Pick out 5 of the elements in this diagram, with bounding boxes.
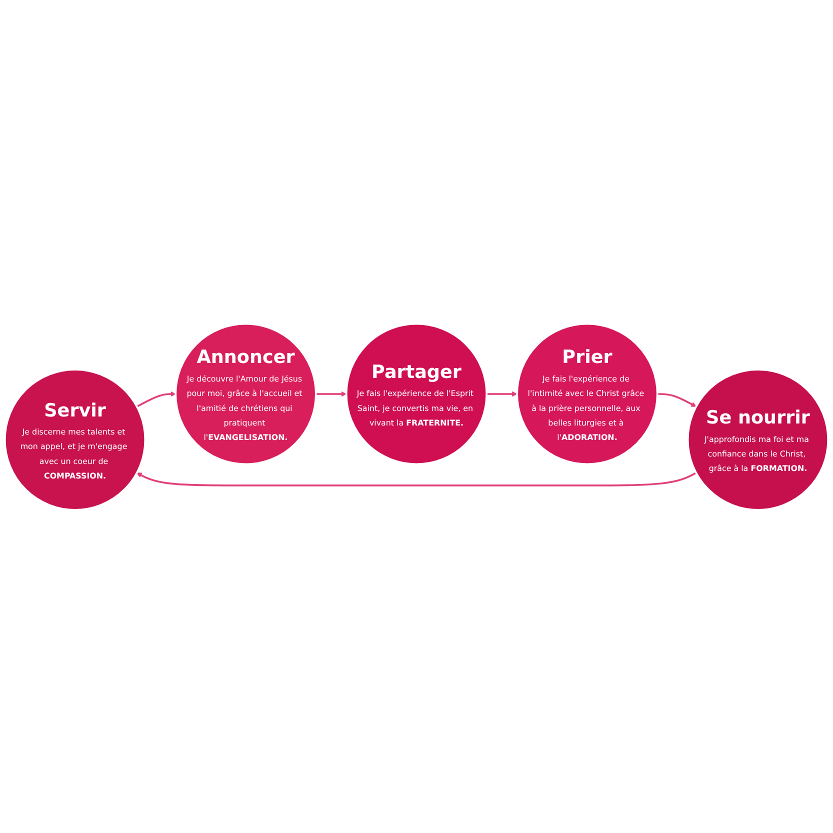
arrow (486, 390, 518, 396)
arrow (136, 472, 697, 486)
arrow (657, 392, 696, 406)
arrow (136, 390, 176, 408)
arrow (316, 390, 347, 396)
